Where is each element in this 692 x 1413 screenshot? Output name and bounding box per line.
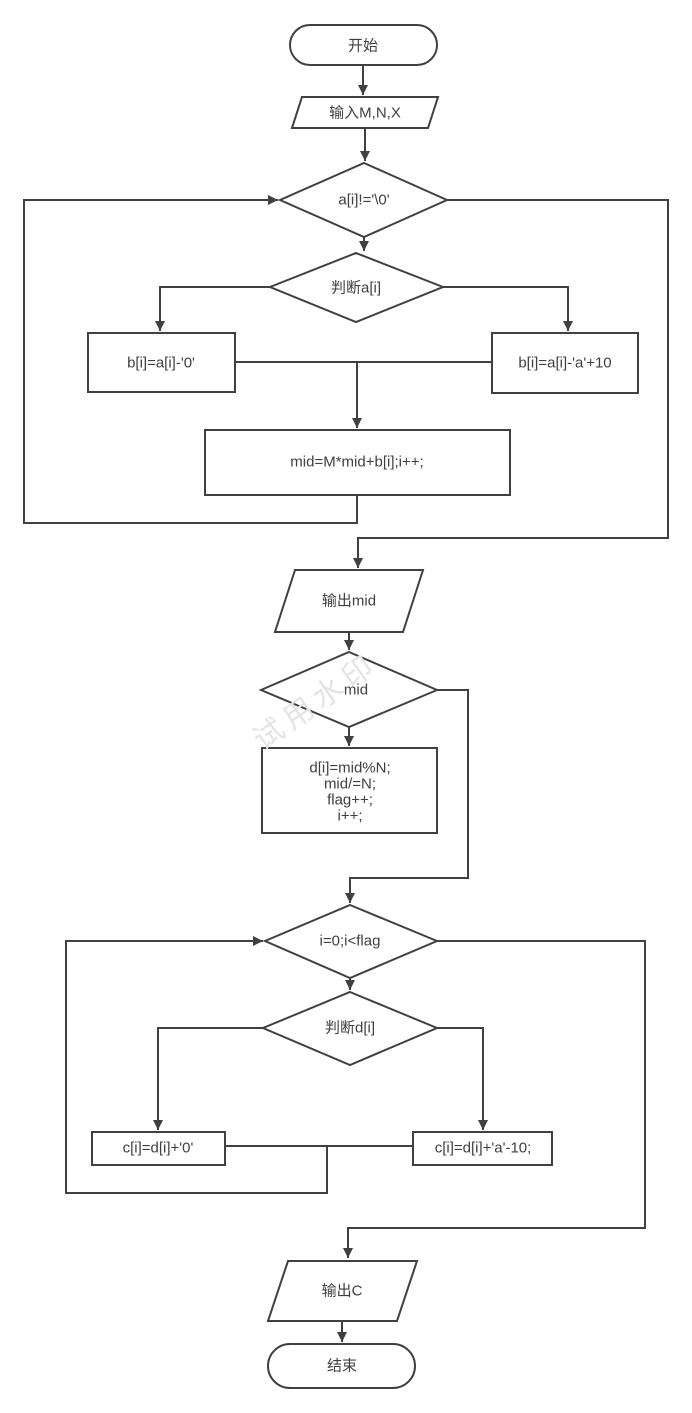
edge-c-loopback-to-loop-flag — [65, 936, 328, 1194]
judge-d-diamond — [260, 990, 440, 1067]
edge-mid-loopback-to-cond-a — [23, 195, 358, 524]
start-label: 开始 — [348, 38, 378, 55]
judge-a-label: 判断a[i] — [331, 280, 381, 297]
cond-a-not-end-label: a[i]!='\0' — [338, 192, 389, 209]
mid-calc-rect — [204, 429, 511, 496]
output-c-parallelogram — [266, 1260, 419, 1322]
mid-calc-label: mid=M*mid+b[i];i++; — [290, 454, 423, 471]
c-letter-rect — [412, 1131, 553, 1166]
b-letter-label: b[i]=a[i]-'a'+10 — [518, 355, 611, 372]
start-terminator — [289, 24, 438, 66]
judge-d-label: 判断d[i] — [325, 1020, 375, 1037]
loop-flag-label: i=0;i<flag — [320, 933, 381, 950]
loop-flag-diamond — [262, 903, 440, 980]
b-digit-rect — [87, 332, 236, 393]
edge-cond-a-exit-to-output-mid — [353, 199, 669, 568]
d-block-line-1: d[i]=mid%N; — [309, 760, 390, 777]
input-parallelogram — [290, 96, 440, 129]
output-mid-label: 输出mid — [322, 593, 376, 610]
judge-a-diamond — [267, 251, 446, 324]
b-digit-label: b[i]=a[i]-'0' — [127, 355, 195, 372]
end-label: 结束 — [327, 1358, 357, 1375]
d-block-line-2: mid/=N; — [324, 776, 376, 793]
cond-mid-diamond — [258, 650, 440, 729]
edge-cond-mid-exit-to-loop-flag — [345, 689, 469, 903]
c-digit-rect — [91, 1131, 226, 1166]
output-mid-parallelogram — [273, 569, 425, 633]
d-block-line-4: i++; — [337, 808, 362, 825]
input-label: 输入M,N,X — [329, 105, 401, 122]
edge-judge-a-left-to-b-digit — [155, 286, 270, 331]
d-block-rect — [261, 747, 438, 834]
output-c-label: 输出C — [322, 1283, 363, 1300]
edge-judge-a-right-to-b-letter — [443, 286, 573, 331]
cond-a-not-end-diamond — [277, 161, 450, 239]
cond-mid-label: mid — [344, 682, 368, 699]
edge-judge-d-right-to-c-letter — [437, 1027, 488, 1130]
c-letter-label: c[i]=d[i]+'a'-10; — [435, 1140, 532, 1157]
end-terminator — [267, 1343, 416, 1389]
edge-judge-d-left-to-c-digit — [153, 1027, 263, 1130]
b-letter-rect — [491, 332, 639, 394]
d-block-line-3: flag++; — [327, 792, 373, 809]
c-digit-label: c[i]=d[i]+'0' — [123, 1140, 194, 1157]
edge-loop-flag-exit-to-output-c — [343, 940, 646, 1258]
